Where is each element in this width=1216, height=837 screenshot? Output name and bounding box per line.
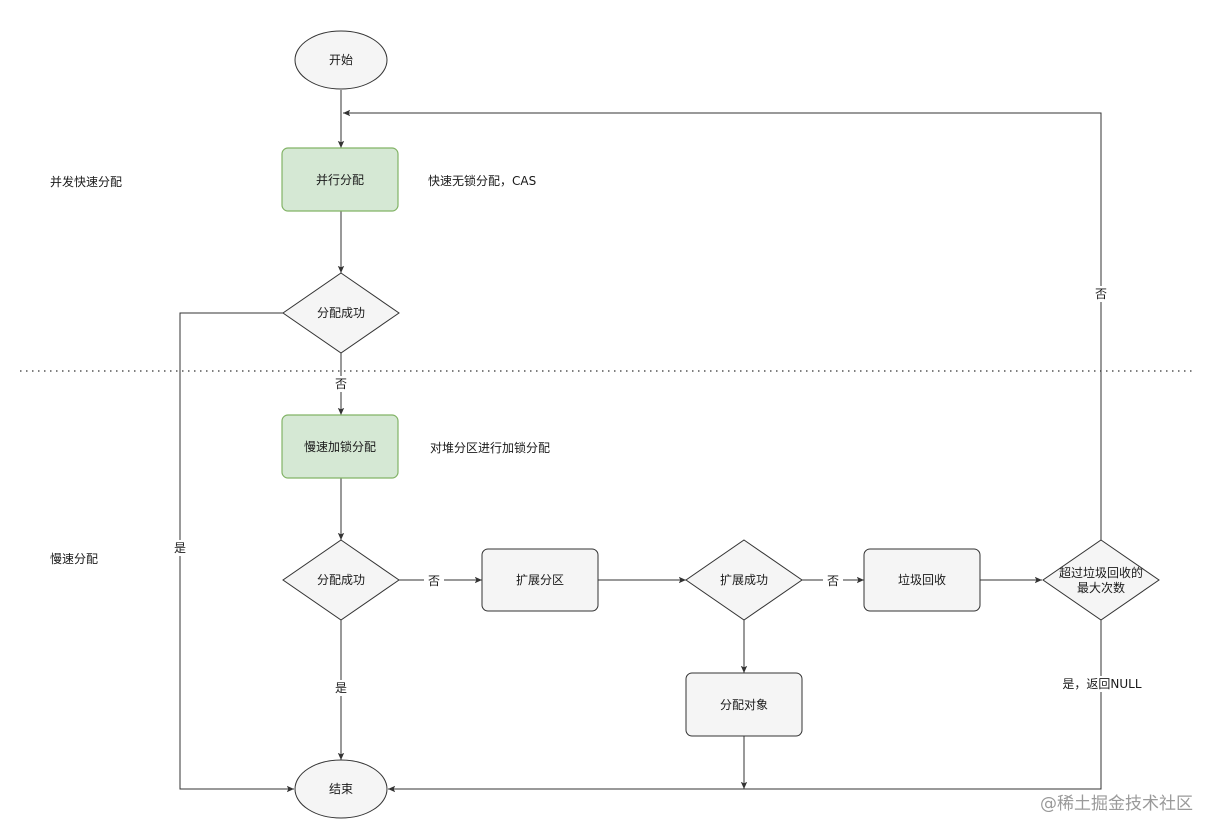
node-alloc-object[interactable]: 分配对象 [685,672,803,737]
section-label-slow: 慢速分配 [50,552,98,566]
node-alloc-object-label: 分配对象 [720,698,768,712]
node-gc[interactable]: 垃圾回收 [863,548,981,612]
node-start-label: 开始 [329,53,353,67]
node-gc-label: 垃圾回收 [898,572,946,587]
node-success1[interactable]: 分配成功 [282,272,400,354]
node-expand-label: 扩展分区 [516,573,564,587]
node-slow-lock[interactable]: 慢速加锁分配 [281,414,399,479]
edge-label-no-2: 否 [428,574,440,588]
node-start[interactable]: 开始 [294,30,388,90]
annotation-fast: 快速无锁分配，CAS [428,173,536,188]
node-expand-ok-label: 扩展成功 [720,573,768,587]
edge-label-no-3: 否 [827,574,839,588]
node-expand[interactable]: 扩展分区 [481,548,599,612]
node-gc-max-label-2: 最大次数 [1077,580,1125,595]
node-slow-lock-label: 慢速加锁分配 [304,439,376,454]
annotation-slow: 对堆分区进行加锁分配 [430,440,550,455]
node-success1-label: 分配成功 [317,306,365,320]
edge-success1-end [179,312,294,793]
edge-label-no-loop: 否 [1095,287,1107,301]
section-label-fast: 并发快速分配 [50,174,122,189]
node-end-label: 结束 [329,782,353,796]
watermark: @稀土掘金技术社区 [1040,794,1193,814]
edge-label-yes-1: 是 [174,541,186,555]
node-end[interactable]: 结束 [294,759,388,819]
node-success2-label: 分配成功 [317,573,365,587]
node-parallel[interactable]: 并行分配 [281,147,399,212]
node-gc-max-label-1: 超过垃圾回收的 [1059,565,1143,580]
edge-label-no-1: 否 [335,377,347,391]
node-expand-ok[interactable]: 扩展成功 [685,539,803,621]
node-gc-max[interactable]: 超过垃圾回收的 最大次数 [1042,539,1160,621]
edge-label-yes-null: 是，返回NULL [1062,677,1141,691]
edge-loop-back [343,109,1102,540]
node-success2[interactable]: 分配成功 [282,539,400,621]
node-parallel-label: 并行分配 [316,173,364,187]
edge-label-yes-2: 是 [335,681,347,695]
